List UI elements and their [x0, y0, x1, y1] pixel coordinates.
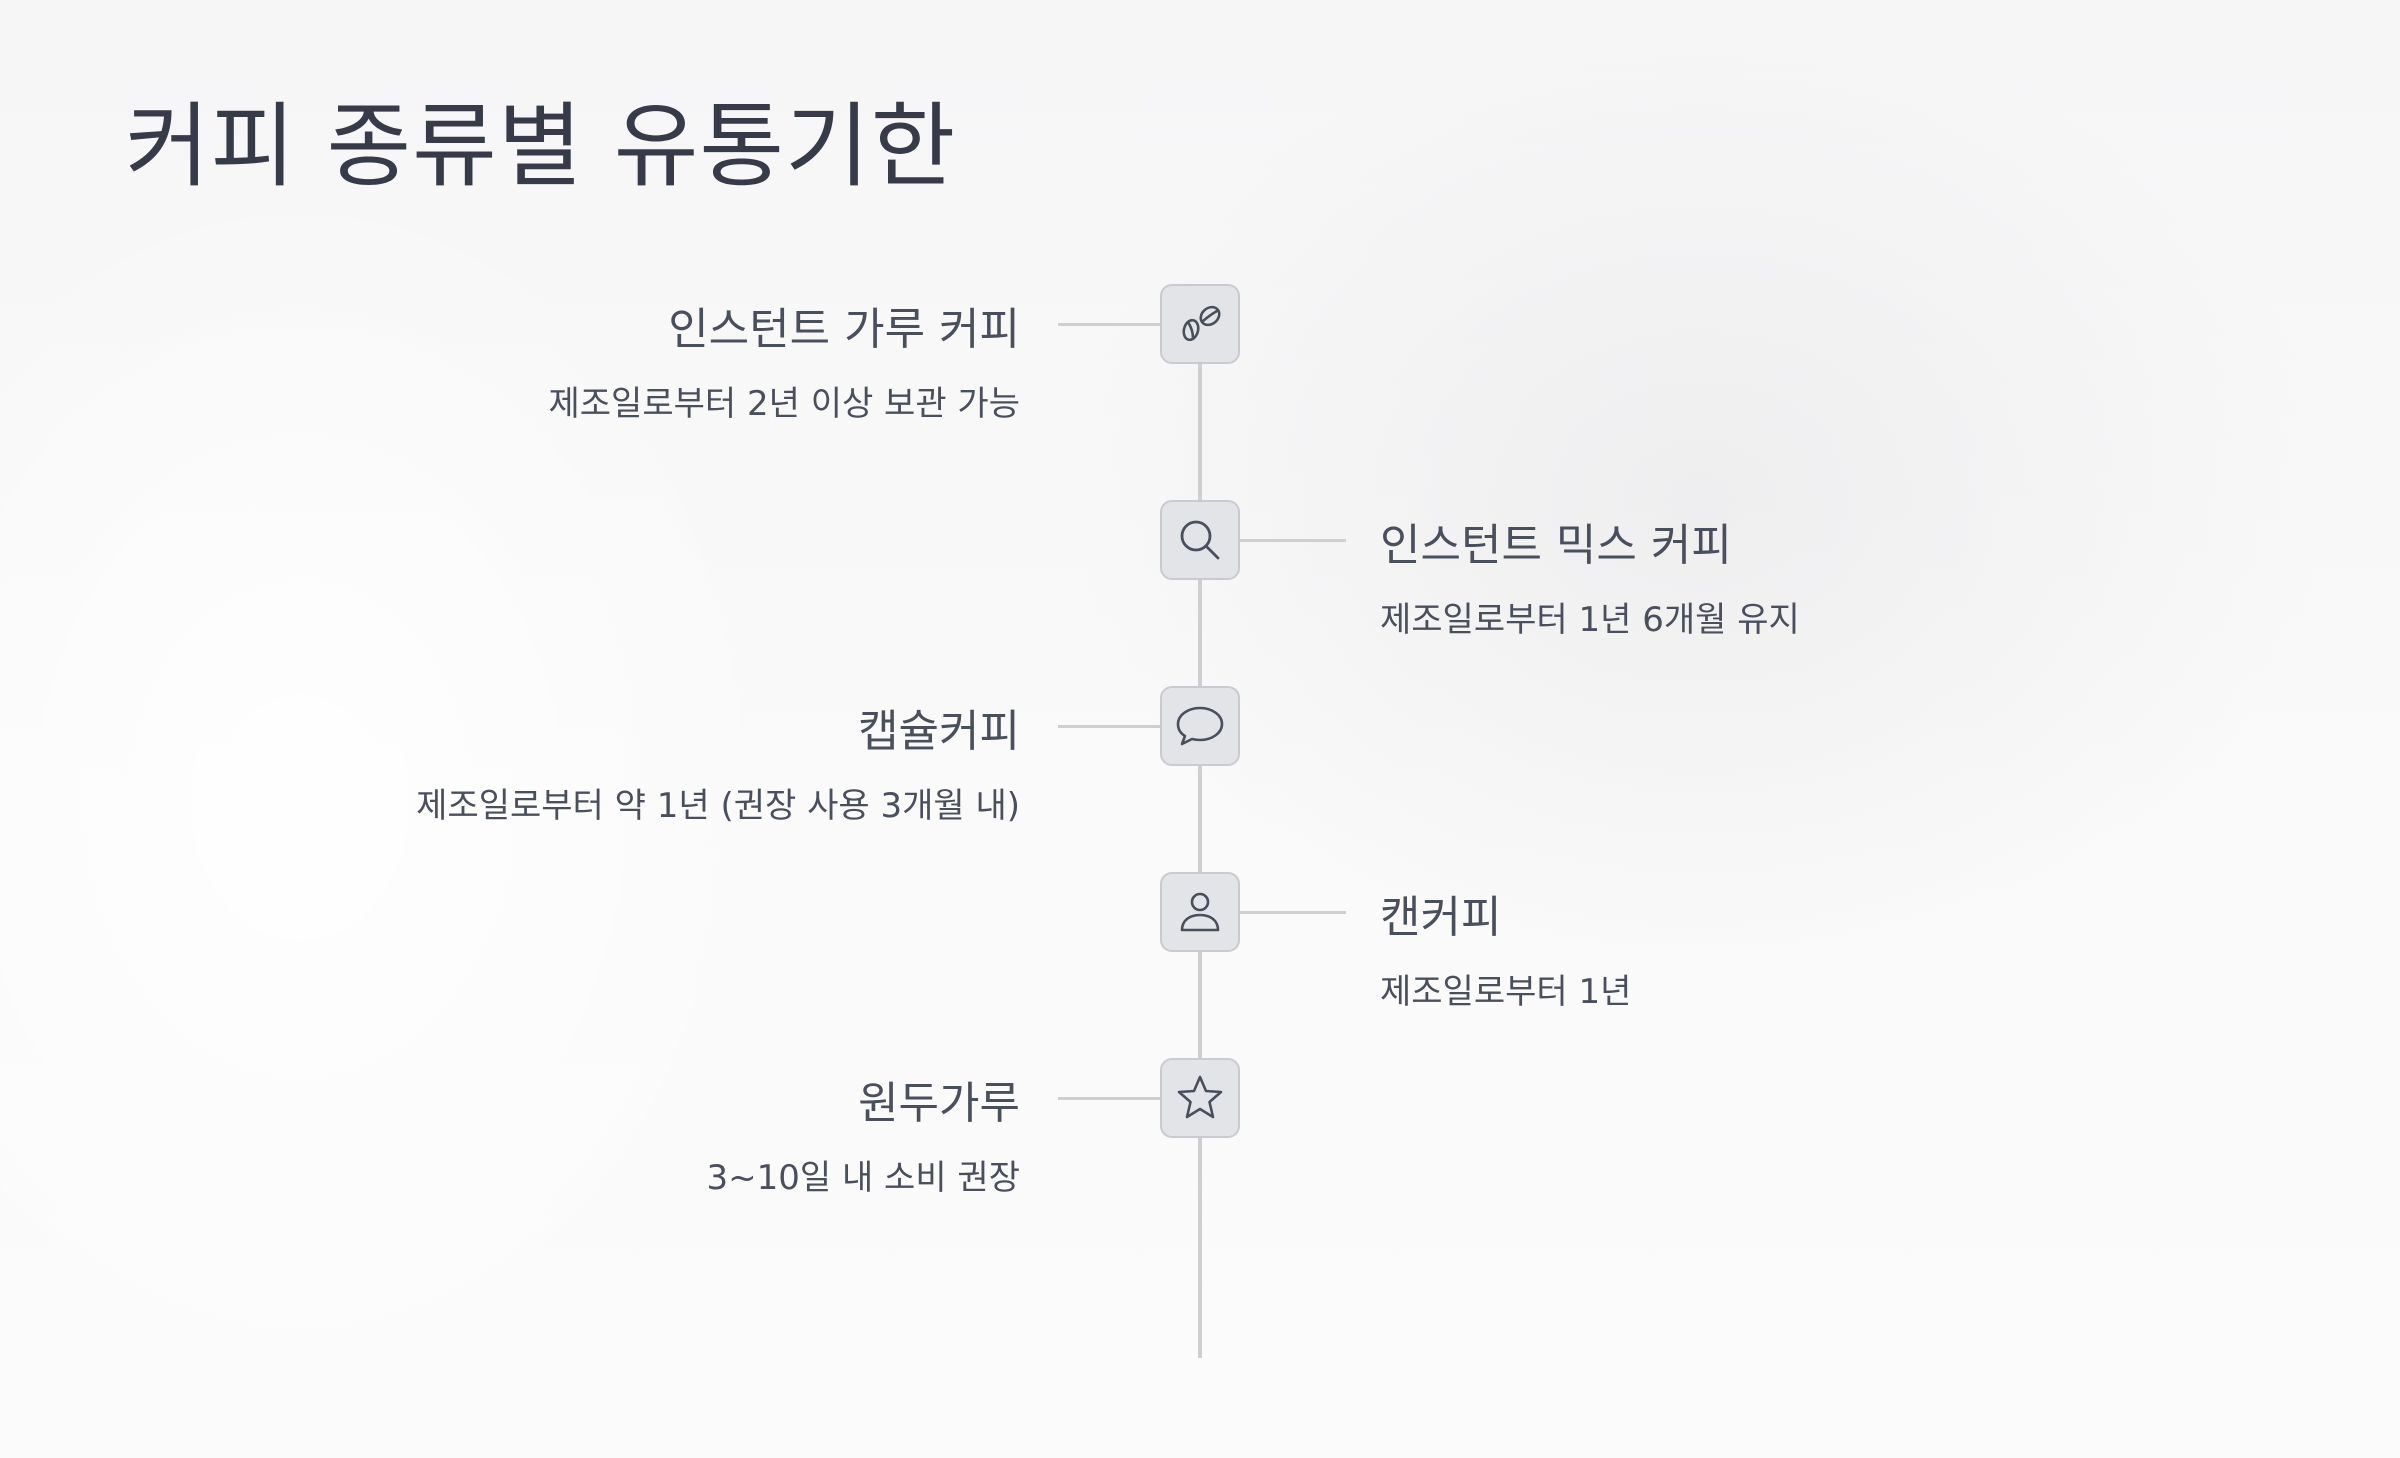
page-title: 커피 종류별 유통기한	[125, 93, 957, 200]
connector-line	[1238, 911, 1346, 914]
item-title: 인스턴트 가루 커피	[668, 304, 1020, 355]
timeline-node	[1160, 872, 1240, 952]
user-icon	[1180, 892, 1220, 932]
connector-line	[1058, 323, 1162, 326]
timeline-axis	[1198, 300, 1202, 1358]
item-title: 원두가루	[858, 1078, 1020, 1129]
coffee-beans-icon	[1182, 305, 1221, 342]
item-title: 캡슐커피	[858, 706, 1020, 757]
timeline-node	[1160, 1058, 1240, 1138]
chat-bubble-icon	[1176, 706, 1224, 746]
connector-line	[1058, 1097, 1162, 1100]
star-icon	[1177, 1075, 1223, 1119]
item-title: 인스턴트 믹스 커피	[1380, 520, 1732, 571]
item-description: 제조일로부터 2년 이상 보관 가능	[548, 384, 1020, 424]
search-icon	[1180, 520, 1220, 560]
connector-line	[1238, 539, 1346, 542]
timeline-node	[1160, 686, 1240, 766]
timeline-node	[1160, 284, 1240, 364]
item-description: 제조일로부터 약 1년 (권장 사용 3개월 내)	[416, 786, 1020, 826]
connector-line	[1058, 725, 1162, 728]
item-description: 제조일로부터 1년	[1380, 972, 1632, 1012]
item-title: 캔커피	[1380, 892, 1502, 943]
item-description: 3~10일 내 소비 권장	[706, 1158, 1021, 1198]
timeline-node	[1160, 500, 1240, 580]
item-description: 제조일로부터 1년 6개월 유지	[1380, 600, 1800, 640]
